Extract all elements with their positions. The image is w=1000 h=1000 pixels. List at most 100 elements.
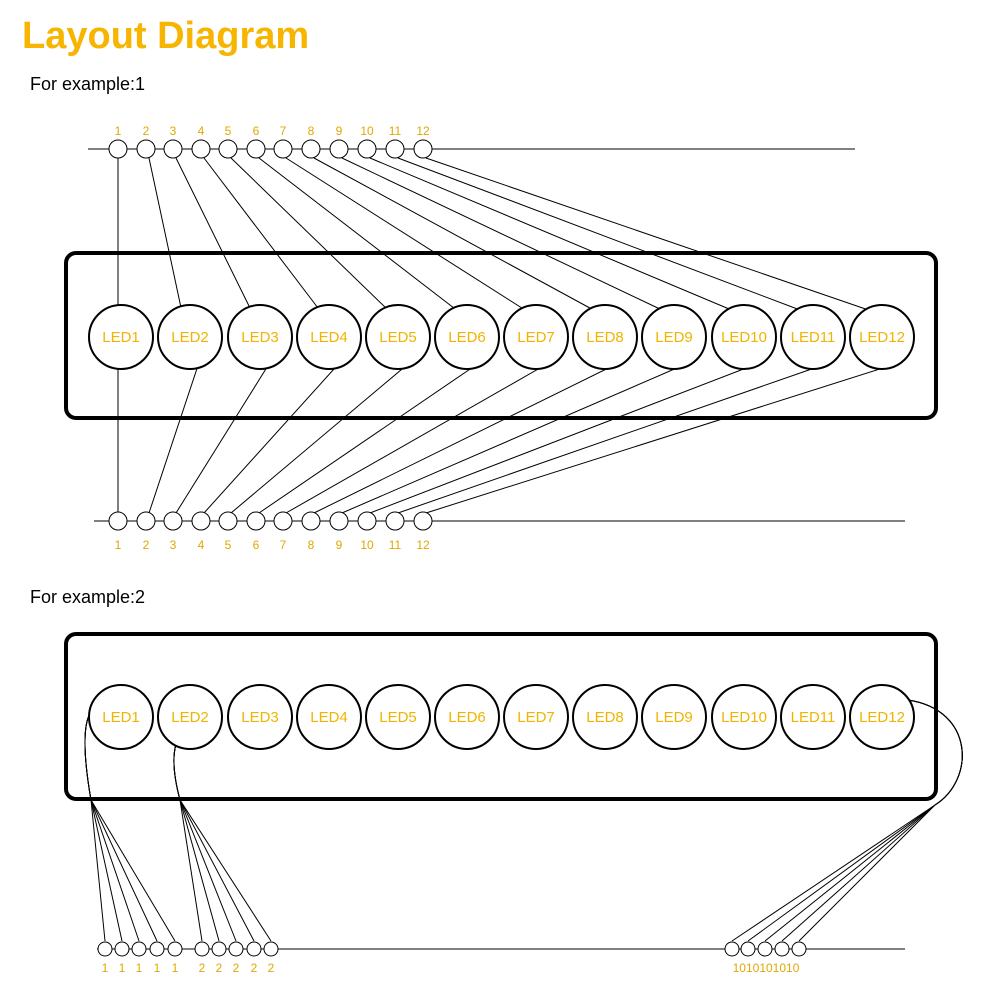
bottom-pad-5 [218, 511, 238, 531]
example1-label: For example:1 [30, 74, 145, 94]
wire-bottom-8 [313, 363, 617, 514]
group2-pad-number-4: 2 [251, 961, 258, 975]
led2-label-4: LED4 [310, 709, 348, 726]
wire-bottom-6 [258, 363, 478, 514]
group1-pad-5 [167, 941, 183, 957]
bottom-pad-number-3: 3 [170, 538, 177, 552]
top-pad-number-11: 11 [389, 124, 402, 138]
wire-bottom-3 [175, 363, 270, 514]
wire-top-4 [203, 157, 320, 311]
led-9 [641, 304, 707, 370]
led-label-6: LED6 [448, 329, 486, 346]
top-pad-6 [246, 139, 266, 159]
top-pad-10 [357, 139, 377, 159]
led-label-3: LED3 [241, 329, 279, 346]
led-4 [296, 304, 362, 370]
top-pad-number-6: 6 [253, 124, 260, 138]
top-pad-4 [191, 139, 211, 159]
led-label-2: LED2 [171, 329, 209, 346]
wire-bottom-10 [369, 363, 757, 514]
led2-label-8: LED8 [586, 709, 624, 726]
wire-top-11 [397, 157, 801, 311]
group2-pad-5 [263, 941, 279, 957]
led2-label-12: LED12 [859, 709, 905, 726]
led-2 [157, 304, 223, 370]
led2-label-7: LED7 [517, 709, 555, 726]
bottom-pad-number-6: 6 [253, 538, 260, 552]
bottom-pad-number-8: 8 [308, 538, 315, 552]
wire-bottom-4 [203, 363, 339, 514]
group3-pad-4 [774, 941, 790, 957]
top-pad-12 [413, 139, 433, 159]
top-pad-3 [163, 139, 183, 159]
bottom-pad-1 [108, 511, 128, 531]
top-pad-9 [329, 139, 349, 159]
led2-label-5: LED5 [379, 709, 417, 726]
bottom-pad-number-9: 9 [336, 538, 343, 552]
led-1 [88, 304, 154, 370]
diagram-title: Layout Diagram [22, 15, 309, 57]
group2-pad-1 [194, 941, 210, 957]
bottom-pad-2 [136, 511, 156, 531]
led-label-9: LED9 [655, 329, 693, 346]
led2-5 [365, 684, 431, 750]
group1-pad-4 [149, 941, 165, 957]
wire-bottom-12 [425, 363, 896, 514]
group1-pad-1 [97, 941, 113, 957]
top-pad-number-10: 10 [360, 124, 374, 138]
wire-top-3 [175, 157, 252, 311]
wire-bottom-5 [230, 363, 409, 514]
bottom-pad-number-5: 5 [225, 538, 232, 552]
bottom-pad-9 [329, 511, 349, 531]
wire-bottom-2 [148, 363, 199, 514]
wire-top-9 [341, 157, 663, 311]
group1-pad-number-2: 1 [119, 961, 126, 975]
group2-pad-number-1: 2 [199, 961, 206, 975]
led-8 [572, 304, 638, 370]
wire-top-6 [258, 157, 457, 311]
group3-pad-numbers: 1010101010 [733, 961, 800, 975]
wire-top-12 [425, 157, 869, 311]
led-11 [780, 304, 846, 370]
led2-9 [641, 684, 707, 750]
led-6 [434, 304, 500, 370]
led2-label-9: LED9 [655, 709, 693, 726]
wire-led2-pad-5 [173, 729, 272, 942]
led-12 [849, 304, 915, 370]
group1-pad-number-5: 1 [172, 961, 179, 975]
wire-top-10 [369, 157, 732, 311]
led2-2 [157, 684, 223, 750]
bottom-pad-10 [357, 511, 377, 531]
bottom-pad-4 [191, 511, 211, 531]
wire-top-8 [313, 157, 594, 311]
wire-top-5 [230, 157, 389, 311]
bottom-pad-number-11: 11 [389, 538, 402, 552]
bottom-pad-number-7: 7 [280, 538, 287, 552]
group2-pad-number-5: 2 [268, 961, 275, 975]
group1-pad-number-3: 1 [136, 961, 143, 975]
led-label-12: LED12 [859, 329, 905, 346]
group2-pad-number-3: 2 [233, 961, 240, 975]
group1-pad-2 [114, 941, 130, 957]
led2-label-1: LED1 [102, 709, 140, 726]
top-pad-number-5: 5 [225, 124, 232, 138]
bottom-pad-number-12: 12 [416, 538, 430, 552]
group2-pad-4 [246, 941, 262, 957]
top-pad-11 [385, 139, 405, 159]
bottom-pad-3 [163, 511, 183, 531]
led-label-7: LED7 [517, 329, 555, 346]
led2-11 [780, 684, 846, 750]
bottom-pad-7 [273, 511, 293, 531]
led-board-frame [64, 251, 938, 420]
led-label-4: LED4 [310, 329, 348, 346]
wire-led2-pad-2 [173, 729, 220, 942]
top-pad-7 [273, 139, 293, 159]
top-pad-number-9: 9 [336, 124, 343, 138]
led-board-frame-2 [64, 632, 938, 801]
example2-label: For example:2 [30, 587, 145, 607]
led-5 [365, 304, 431, 370]
led-label-1: LED1 [102, 329, 140, 346]
bottom-pad-6 [246, 511, 266, 531]
